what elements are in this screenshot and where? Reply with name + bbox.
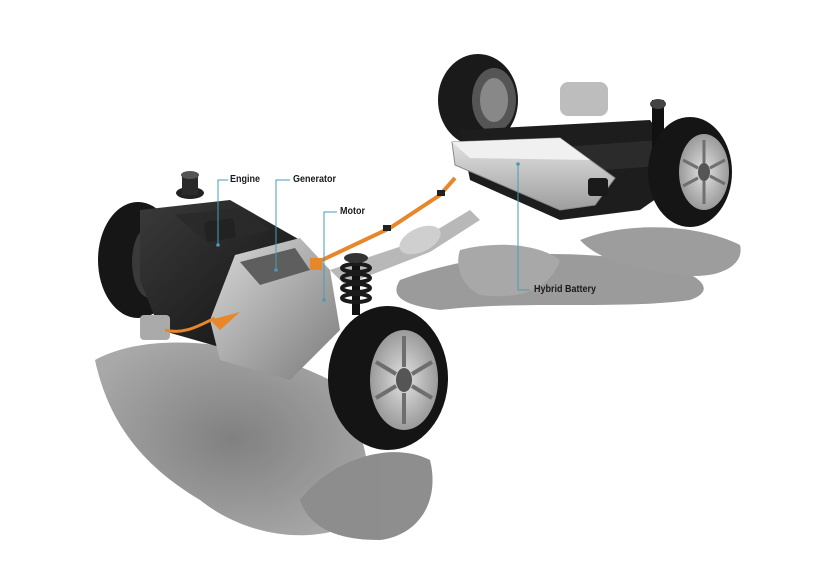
engine-label: Engine bbox=[230, 174, 261, 185]
leader-lines bbox=[217, 164, 519, 300]
front-right-wheel bbox=[328, 306, 448, 450]
motor-leader-line bbox=[323, 211, 337, 300]
ground-shadow bbox=[95, 227, 741, 540]
generator-leader-line bbox=[275, 179, 290, 270]
hybrid-battery bbox=[451, 137, 616, 211]
engine-leader-line bbox=[217, 179, 228, 245]
rear-left-wheel bbox=[438, 54, 518, 146]
hv-cable bbox=[317, 176, 457, 264]
rear-right-wheel bbox=[648, 117, 732, 227]
front-strut bbox=[340, 253, 372, 315]
motor-label: Motor bbox=[340, 206, 366, 217]
transaxle bbox=[140, 238, 340, 380]
hybrid-battery-label: Hybrid Battery bbox=[534, 284, 597, 295]
generator-label: Generator bbox=[293, 174, 337, 185]
